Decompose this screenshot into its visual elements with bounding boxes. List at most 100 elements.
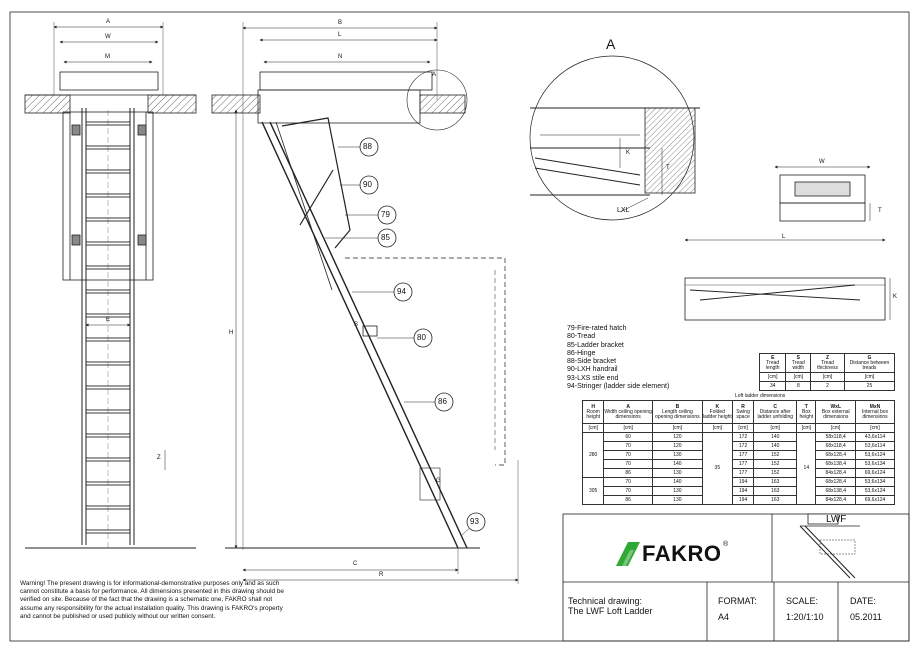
legend-item: 90-LXH handrail (567, 366, 618, 374)
table-cell: 152 (753, 468, 798, 478)
thumbnail-label: LWF (826, 514, 847, 525)
small-table-unit: [cm] (785, 372, 812, 382)
table-cell: 68x128,4 (815, 477, 857, 487)
detail-t-label: T (666, 165, 670, 171)
legend-item: 85-Ladder bracket (567, 341, 624, 349)
format-value: A4 (718, 612, 730, 622)
small-table-value: 25 (843, 381, 896, 391)
table-cell: 194 (731, 486, 755, 496)
callout-85: 85 (381, 233, 390, 242)
table-cell: 53,6x124 (855, 450, 895, 460)
table-cell: 84x128,4 (815, 495, 857, 505)
small-table-unit: [cm] (758, 372, 787, 382)
table-cell: 140 (753, 441, 798, 451)
date-label: DATE: (850, 596, 876, 606)
dim-c-label: C (353, 561, 358, 567)
small-table-unit: [cm] (810, 372, 845, 382)
big-table-unit: [cm] (581, 423, 605, 433)
table-cell: 130 (651, 450, 703, 460)
table-cell: 70 (603, 459, 653, 469)
big-table-unit: [cm] (855, 423, 895, 433)
warning-text: Warning! The present drawing is for info… (20, 580, 284, 620)
drawing-title: The LWF Loft Ladder (568, 606, 653, 616)
dim-w-label: W (105, 34, 111, 40)
box-detail (774, 165, 871, 222)
table-cell: 177 (731, 450, 755, 460)
table-cell: 69,6x124 (855, 495, 895, 505)
callouts (325, 137, 486, 536)
table-cell: 70 (603, 477, 653, 487)
table-cell: 130 (651, 468, 703, 478)
table-cell: 60 (603, 432, 653, 442)
table-cell: 130 (651, 495, 703, 505)
table-cell: 130 (651, 486, 703, 496)
side-view (211, 22, 519, 584)
legend-item: 94-Stringer (ladder side element) (567, 383, 670, 391)
table-cell: 53,6x134 (855, 477, 895, 487)
table-cell: 69,6x124 (855, 468, 895, 478)
dim-m-label: M (105, 54, 110, 60)
room-height-cell: 305 (581, 477, 605, 505)
table-cell: 177 (731, 459, 755, 469)
detail-a (529, 55, 700, 221)
table-cell: 68x138,4 (815, 486, 857, 496)
scale-value: 1:20/1:10 (786, 612, 824, 622)
callout-86: 86 (438, 397, 447, 406)
table-cell: 163 (753, 495, 798, 505)
dim-n-label: N (338, 54, 343, 60)
detail-a-title: A (606, 36, 616, 52)
detail-a-marker: A (432, 72, 437, 78)
tread (85, 241, 131, 246)
table-cell: 68x138,4 (815, 459, 857, 469)
callout-80: 80 (417, 333, 426, 342)
dim-e-label: E (106, 317, 111, 323)
table-cell: 152 (753, 450, 798, 460)
big-table-unit: [cm] (796, 423, 817, 433)
dim-l-label: L (338, 32, 342, 38)
title-block-frame (562, 513, 910, 642)
big-table-unit: [cm] (731, 423, 755, 433)
dim-g-label: G (436, 478, 441, 484)
dim-b-label: B (338, 20, 343, 26)
table-cell: 120 (651, 432, 703, 442)
big-table-unit: [cm] (651, 423, 703, 433)
big-table-unit: [cm] (603, 423, 653, 433)
table-cell: 70 (603, 450, 653, 460)
legend-item: 79-Fire-rated hatch (567, 325, 627, 332)
legend-item: 93-LXS stile end (567, 374, 619, 382)
detail-lxl-label: LXL (617, 207, 630, 214)
box-l-label: L (782, 234, 786, 240)
box-side-detail (684, 238, 891, 321)
dim-h-label: H (229, 330, 234, 336)
tread (85, 529, 131, 534)
scale-label: SCALE: (786, 596, 819, 606)
dim-a-label: A (106, 19, 111, 25)
callout-93: 93 (470, 517, 479, 526)
callout-94: 94 (397, 287, 406, 296)
dim-r-label: R (379, 572, 384, 578)
table-cell: 194 (731, 495, 755, 505)
table-cell: 140 (753, 432, 798, 442)
drawing-label: Technical drawing: (568, 596, 643, 606)
table-cell: 120 (651, 441, 703, 451)
fakro-logo (616, 542, 640, 566)
tread (85, 385, 131, 390)
table-cell: 194 (731, 477, 755, 487)
small-table-value: 2 (810, 381, 845, 391)
table-cell: 70 (603, 441, 653, 451)
small-table-unit: [cm] (843, 372, 896, 382)
big-table-caption: Loft ladder dimensions (735, 393, 786, 399)
big-table-unit: [cm] (701, 423, 733, 433)
table-cell: 43,6x114 (855, 432, 895, 442)
front-view (24, 22, 197, 549)
table-cell: 177 (731, 468, 755, 478)
box-w-label: W (819, 159, 825, 165)
